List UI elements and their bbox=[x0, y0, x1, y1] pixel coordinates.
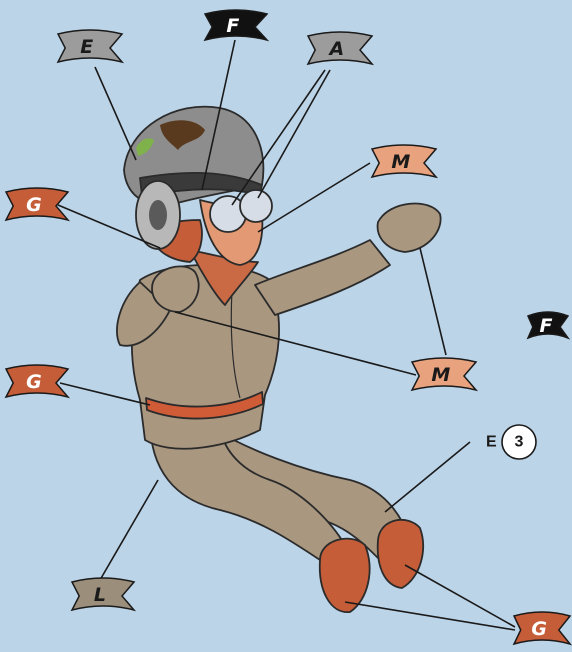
fist-left bbox=[152, 266, 199, 312]
flag-label: F bbox=[226, 15, 239, 37]
leader-line bbox=[345, 602, 515, 630]
leader-line bbox=[385, 442, 470, 512]
goggle-right bbox=[240, 190, 272, 222]
leader-line bbox=[95, 67, 136, 160]
ear-piece-inner bbox=[149, 200, 167, 230]
fist-right bbox=[378, 204, 441, 252]
flag-label: A bbox=[327, 38, 344, 60]
callout-flag-a: A bbox=[308, 32, 372, 64]
pilot-figure bbox=[117, 107, 441, 612]
callout-flag-g-mid: G bbox=[6, 365, 68, 397]
boot-back bbox=[378, 520, 423, 588]
leader-line bbox=[420, 248, 446, 355]
note-letter: E bbox=[486, 434, 497, 451]
callout-flag-g-bottom: G bbox=[514, 612, 570, 644]
callout-flag-g-top: G bbox=[6, 188, 68, 220]
callout-flag-m-mid: M bbox=[412, 358, 476, 390]
callout-flag-l: L bbox=[72, 578, 134, 610]
suit-arm-right bbox=[255, 240, 390, 315]
flag-label: E bbox=[80, 36, 93, 58]
callout-flag-f-right: F bbox=[528, 312, 568, 338]
note-marker: E 3 bbox=[486, 425, 536, 459]
leader-line bbox=[258, 70, 330, 198]
note-number: 3 bbox=[515, 434, 524, 451]
callout-flag-f-top: F bbox=[205, 10, 267, 40]
flag-label: G bbox=[26, 371, 42, 393]
callout-flag-m-top: M bbox=[372, 145, 436, 177]
callout-flag-e: E bbox=[58, 30, 122, 62]
callout-flags: E F A M G F M G L G bbox=[6, 10, 570, 644]
boot-front bbox=[320, 539, 370, 612]
flag-label: G bbox=[531, 618, 547, 640]
flag-label: M bbox=[391, 151, 410, 173]
leader-line bbox=[100, 480, 158, 580]
leader-line bbox=[405, 565, 515, 627]
flag-label: F bbox=[540, 315, 553, 337]
leader-line bbox=[258, 163, 370, 232]
flag-label: G bbox=[26, 194, 42, 216]
flag-label: L bbox=[94, 584, 106, 606]
flag-label: M bbox=[431, 364, 450, 386]
